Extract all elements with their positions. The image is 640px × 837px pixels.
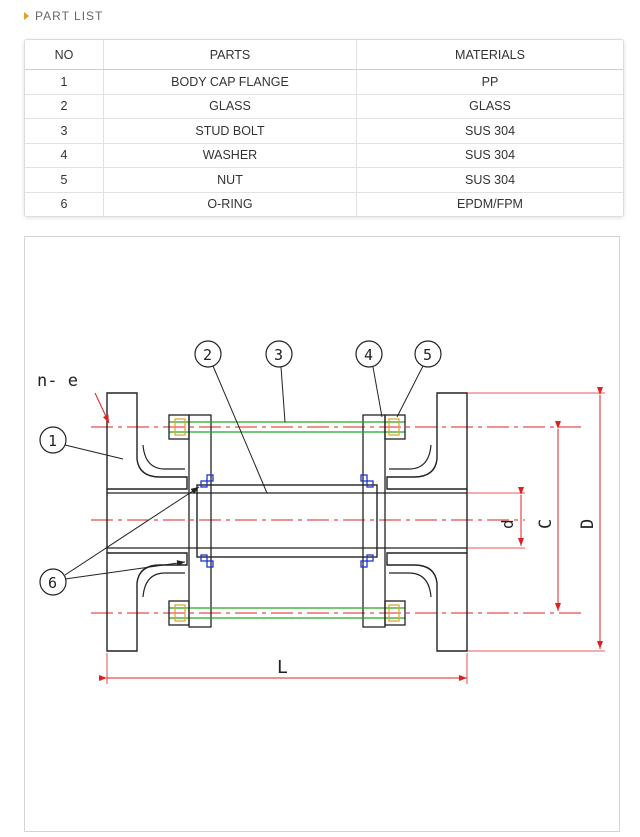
cell-part: O-RING	[103, 192, 357, 216]
header-no: NO	[25, 40, 104, 70]
balloon-1-leader	[64, 444, 124, 460]
table-row: 4 WASHER SUS 304	[25, 143, 623, 168]
cell-part: BODY CAP FLANGE	[103, 69, 357, 95]
drawing-svg: L D C d n- e 1 2 3 4 5	[37, 340, 605, 684]
left-flange	[106, 392, 188, 490]
section-title: PART LIST	[24, 9, 103, 23]
balloon-1-label: 1	[48, 432, 57, 450]
dim-label-c: C	[536, 519, 556, 529]
balloon-4	[355, 340, 383, 368]
cell-no: 4	[25, 143, 104, 168]
right-flange-lower	[386, 552, 468, 652]
cell-no: 5	[25, 167, 104, 193]
header-parts: PARTS	[103, 40, 357, 70]
cell-no: 3	[25, 118, 104, 144]
table-header-row: NO PARTS MATERIALS	[25, 40, 623, 70]
header-materials: MATERIALS	[356, 40, 623, 70]
cell-material: EPDM/FPM	[457, 197, 523, 212]
washers	[174, 418, 400, 622]
balloon-2-leader	[212, 365, 268, 494]
table-row: 2 GLASS GLASS	[25, 94, 623, 119]
hole-label: n- e	[37, 371, 78, 391]
clamp-plate-right	[362, 414, 386, 628]
cell-material: PP	[356, 69, 623, 95]
cell-part: NUT	[103, 167, 357, 193]
balloon-5-leader	[396, 365, 424, 418]
balloon-3	[265, 340, 293, 368]
table-row: 1 BODY CAP FLANGE PP	[25, 69, 623, 95]
dim-label-d: D	[578, 519, 598, 529]
right-flange-inner	[389, 444, 432, 598]
balloon-5	[414, 340, 442, 368]
stud-bolts	[169, 421, 405, 619]
cell-part: STUD BOLT	[103, 118, 357, 144]
left-flange-inner	[142, 444, 185, 598]
section-title-text: PART LIST	[35, 9, 104, 23]
table-row: 6 O-RING EPDM/FPM	[25, 192, 623, 216]
balloon-4-leader	[372, 366, 383, 418]
table-row: 3 STUD BOLT SUS 304	[25, 118, 623, 144]
balloon-6-leader-a	[64, 486, 200, 576]
o-rings	[200, 474, 374, 568]
balloon-5-label: 5	[423, 346, 432, 364]
cell-material: SUS 304	[356, 143, 623, 168]
cell-material: SUS 304	[356, 118, 623, 144]
balloon-2	[194, 340, 222, 368]
dim-label-dd: d	[498, 519, 517, 529]
balloon-6	[39, 568, 67, 596]
cell-part: GLASS	[103, 94, 357, 119]
balloon-2-label: 2	[203, 346, 212, 364]
dim-label-l: L	[277, 657, 288, 678]
cell-material: SUS 304	[356, 167, 623, 193]
table-row: 5 NUT SUS 304	[25, 167, 623, 193]
triangle-marker-icon	[24, 12, 29, 20]
balloon-1	[39, 426, 67, 454]
cell-no: 2	[25, 94, 104, 119]
balloon-6-leader-b	[64, 560, 186, 580]
right-flange	[386, 392, 468, 490]
cell-no: 6	[25, 192, 104, 216]
balloon-3-leader	[280, 366, 286, 423]
balloon-4-label: 4	[364, 346, 373, 364]
balloon-3-label: 3	[274, 346, 283, 364]
cell-material: GLASS	[356, 94, 623, 119]
glass-tube	[196, 484, 378, 558]
cell-part: WASHER	[103, 143, 357, 168]
sight-glass-drawing: L D C d n- e 1 2 3 4 5	[24, 236, 620, 832]
hole-leader	[94, 392, 110, 424]
nuts	[168, 414, 406, 626]
part-list-table: NO PARTS MATERIALS 1 BODY CAP FLANGE PP …	[24, 39, 624, 217]
cell-no: 1	[25, 69, 104, 95]
balloon-6-label: 6	[48, 574, 57, 592]
clamp-plate-left	[188, 414, 212, 628]
